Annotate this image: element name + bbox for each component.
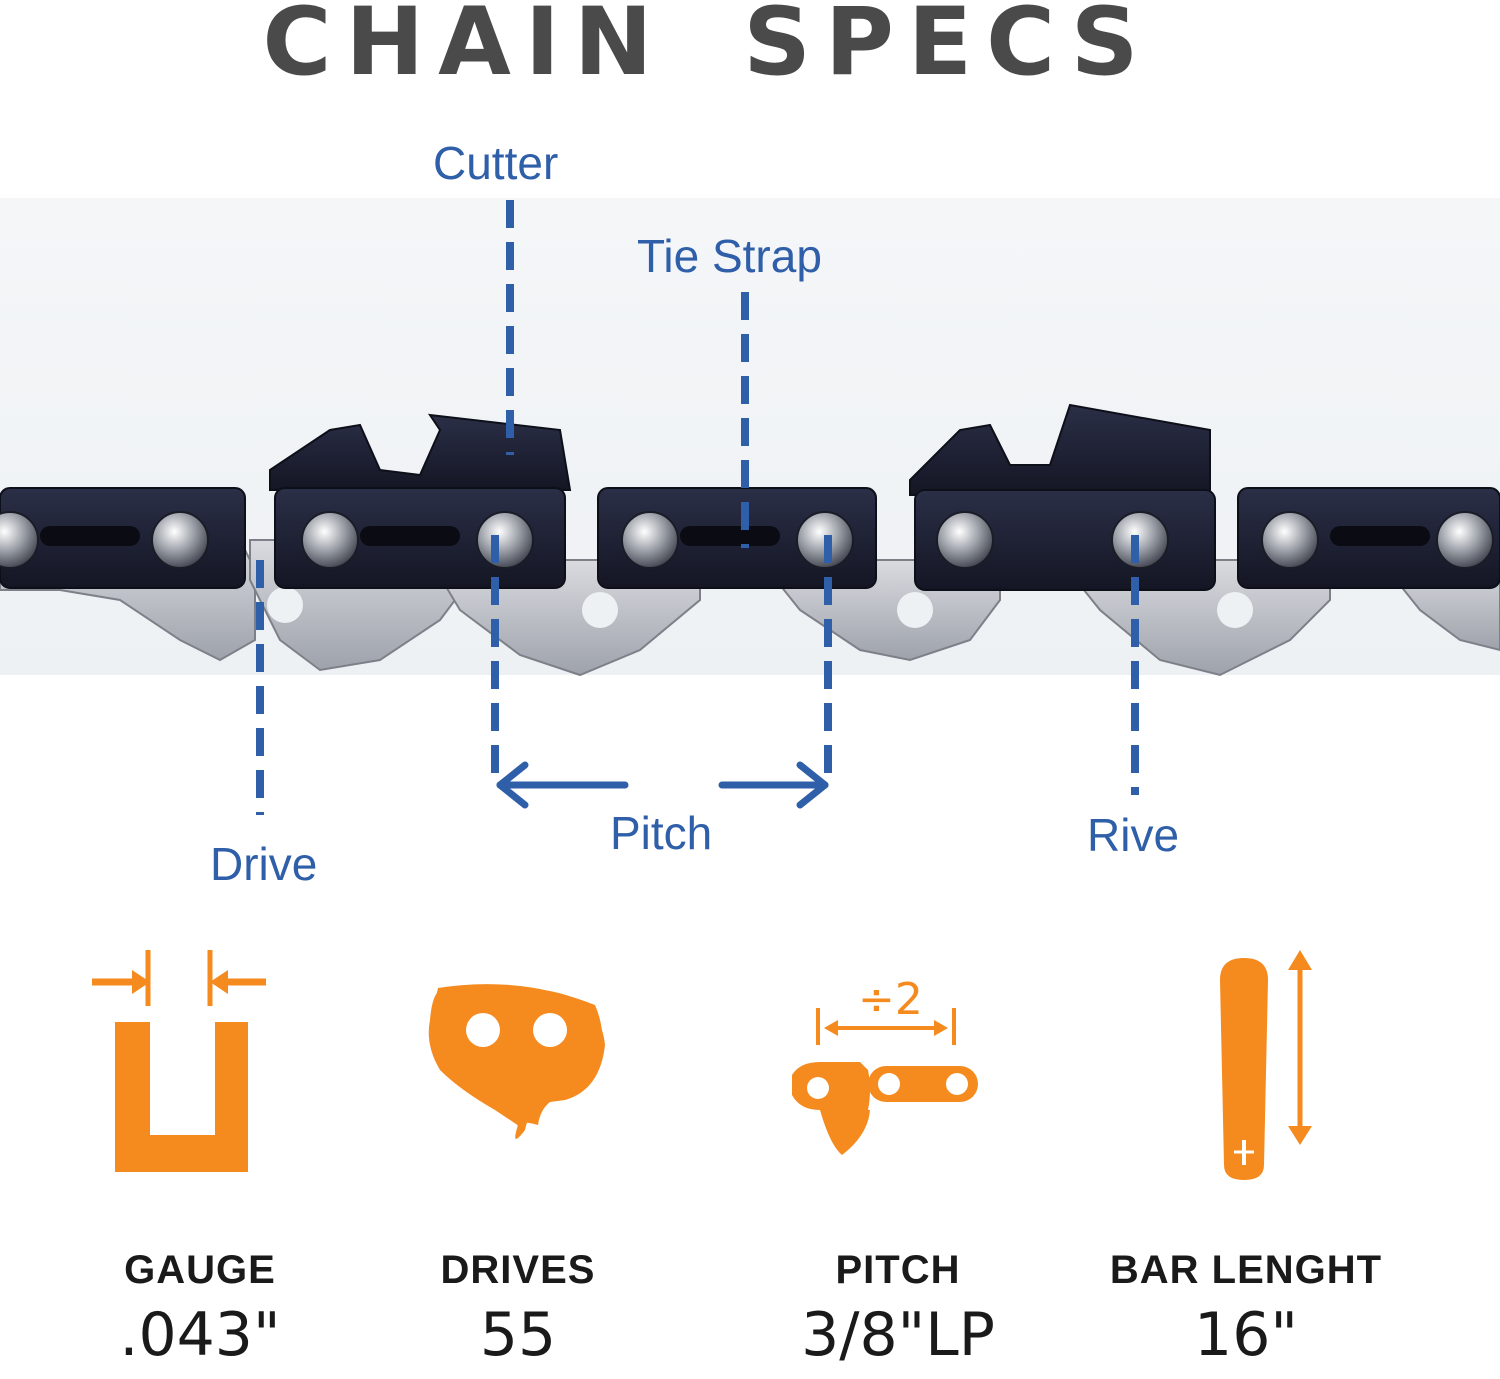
drive-link-icon	[400, 950, 636, 1180]
spec-value-pitch: 3/8"LP	[801, 1300, 995, 1370]
spec-label-gauge: GAUGE	[124, 1248, 276, 1292]
spec-label-drives: DRIVES	[440, 1248, 596, 1292]
page-title: CHAIN SPECS	[262, 0, 1153, 97]
rivets	[0, 511, 1494, 569]
pitch-icon-text: ÷2	[858, 974, 923, 1025]
pitch-icon: ÷2	[780, 950, 996, 1180]
callout-lines	[256, 200, 1139, 815]
drive-label: Drive	[210, 838, 318, 890]
chain-diagram	[0, 200, 1500, 815]
spec-label-bar-length: BAR LENGHT	[1109, 1248, 1383, 1292]
spec-label-pitch: PITCH	[835, 1248, 961, 1292]
pitch-label: Pitch	[610, 807, 713, 859]
cutter-label: Cutter	[433, 137, 559, 189]
tie-strap-slots	[40, 526, 1430, 546]
spec-value-drives: 55	[479, 1300, 557, 1370]
tie-strap-label: Tie Strap	[637, 230, 822, 282]
spec-value-gauge: .043"	[119, 1300, 281, 1370]
rive-label: Rive	[1087, 809, 1180, 861]
gauge-icon	[70, 940, 306, 1184]
cutter-teeth	[269, 403, 1211, 496]
pitch-arrow	[496, 761, 829, 809]
spec-value-bar-length: 16"	[1194, 1300, 1298, 1370]
bar-length-icon	[1180, 940, 1340, 1185]
drive-link-holes	[267, 587, 1253, 628]
